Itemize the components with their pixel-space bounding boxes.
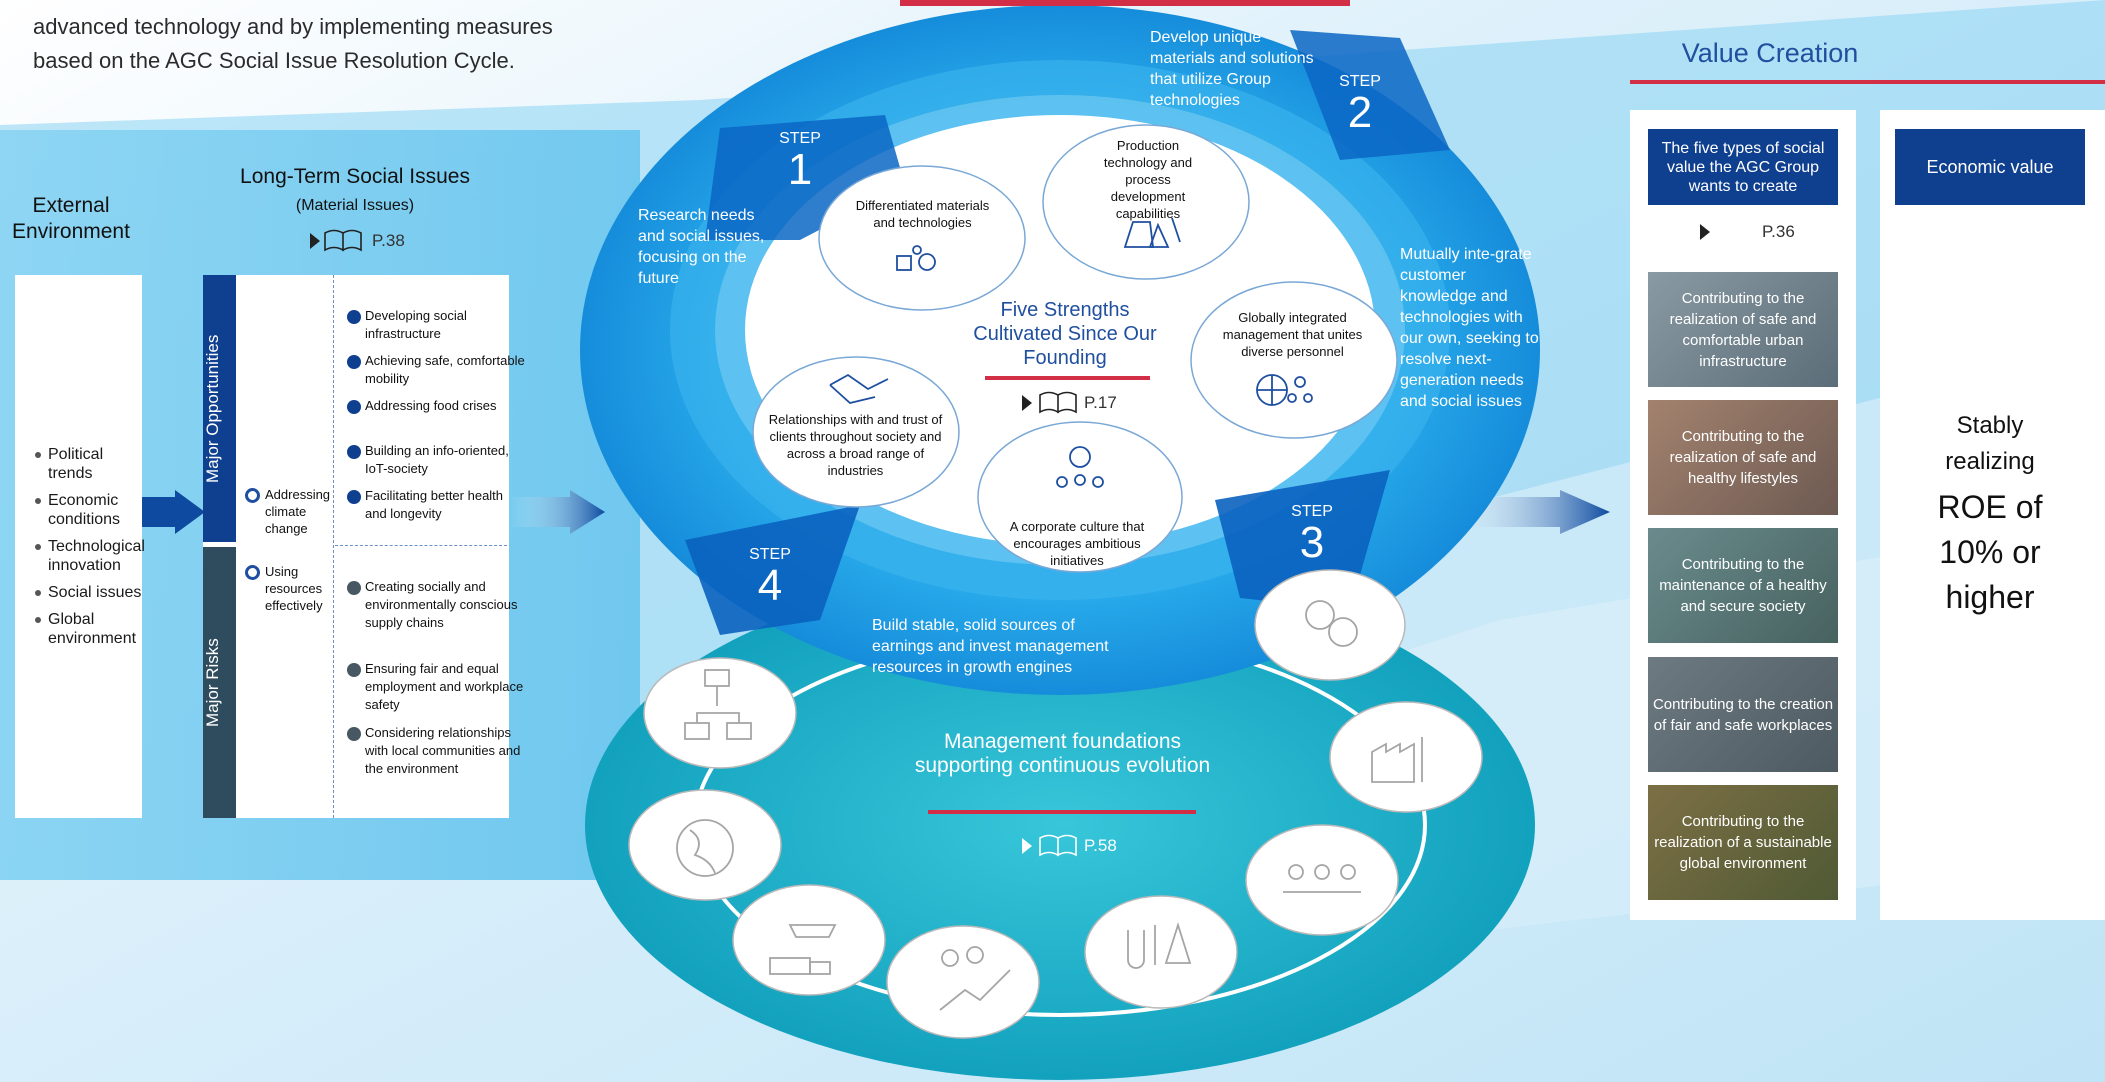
social-value-card: Contributing to the realization of safe … [1648,272,1838,387]
risk-item: Creating socially and environmentally co… [345,578,525,632]
social-value-card: Contributing to the creation of fair and… [1648,657,1838,772]
strength-corporate-culture: A corporate culture that encourages ambi… [1009,519,1145,568]
book-icon [1039,834,1077,857]
book-icon [324,229,362,252]
list-item: Political trends [32,445,147,483]
play-triangle-icon [1700,224,1710,240]
page-ref-link[interactable]: P.58 [1022,836,1117,856]
meeting-people-icon [1283,864,1361,893]
list-item: Social issues [32,583,147,602]
opportunity-item: Developing social infrastructure [345,307,525,343]
external-environment-title: External Environment [12,194,130,243]
list-item: Global environment [32,610,147,648]
intro-line-1: advanced technology and by implementing … [33,14,553,39]
external-environment-box: Political trends Economic conditions Tec… [15,275,145,818]
earth-leaf-icon [676,819,734,877]
management-foundations-title: Management foundations supporting contin… [914,730,1211,777]
long-term-issues-title: Long-Term Social Issues [240,165,470,188]
economic-value-column [1880,110,2105,920]
social-value-header: The five types of social value the AGC G… [1648,129,1838,205]
page-ref-link[interactable]: P.36 [1700,222,1795,242]
risk-item: Considering relationships with local com… [345,724,525,778]
opportunity-item: Facilitating better health and longevity [345,487,525,523]
strength-client-relationships: Relationships with and trust of clients … [768,412,943,478]
list-item: Economic conditions [32,491,147,529]
step-2-label: STEP 2 [1339,73,1381,137]
intro-text: advanced technology and by implementing … [33,10,613,78]
cross-issue-item: Addressing climate change [245,486,340,537]
coins-icon [1305,600,1358,647]
book-icon [1039,391,1077,414]
page-ref-link[interactable]: P.17 [1022,393,1117,413]
divider [335,545,507,546]
intro-line-2: based on the AGC Social Issue Resolution… [33,48,515,73]
risk-item: Ensuring fair and equal employment and w… [345,660,525,714]
long-term-issues-subtitle: (Material Issues) [295,197,415,214]
growth-workers-icon [939,946,1011,1011]
handshake-icon [829,373,889,404]
step-4-text: Build stable, solid sources of earnings … [872,617,1109,676]
list-item: Technological innovation [32,537,147,575]
value-creation-title: Value Creation [1681,38,1859,68]
major-risks-band: Major Risks [203,547,236,818]
step-2-text: Develop unique materials and solutions t… [1150,29,1314,109]
step-3-label: STEP 3 [1291,503,1333,567]
strength-production-technology: Production technology and process develo… [1103,138,1193,221]
external-environment-list: Political trends Economic conditions Tec… [32,445,147,656]
major-opportunities-band: Major Opportunities [203,275,236,542]
cross-issue-item: Using resources effectively [245,563,340,614]
title-underline [1630,80,2105,84]
title-underline [928,810,1196,814]
factory-flask-icon [1123,217,1181,248]
opportunity-item: Achieving safe, comfortable mobility [345,352,525,388]
play-triangle-icon [1022,395,1032,411]
chip-gear-icon [896,245,936,271]
play-triangle-icon [310,233,320,249]
social-value-card: Contributing to the maintenance of a hea… [1648,528,1838,643]
lab-flasks-icon [1127,922,1192,969]
network-icon [684,669,752,740]
step-4-label: STEP 4 [749,546,791,610]
title-underline [985,376,1150,380]
divider [333,275,334,818]
step-1-text: Research needs and social issues, focusi… [638,207,765,287]
opportunity-item: Addressing food crises [345,397,525,415]
social-value-card: Contributing to the realization of a sus… [1648,785,1838,900]
strength-differentiated-materials: Differentiated materials and technologie… [855,198,990,230]
arrow-right-icon [142,490,205,534]
step-3-text: Mutually inte-grate customer knowledge a… [1400,246,1539,410]
strength-global-management: Globally integrated management that unit… [1222,310,1363,359]
economic-value-text: Stably realizing [1945,412,2035,475]
globe-people-icon [1256,374,1313,406]
factory-icon [1371,737,1423,783]
roe-target-text: ROE of 10% or higher [1937,489,2043,615]
economic-value-header: Economic value [1895,129,2085,205]
ship-truck-icon [769,924,837,975]
lightbulb-people-icon [1056,446,1104,488]
page-ref-link[interactable]: P.38 [310,231,405,251]
top-accent-line [900,0,1350,6]
five-strengths-title: Five Strengths Cultivated Since Our Foun… [973,299,1157,369]
arrow-right-icon [510,490,605,534]
social-value-card: Contributing to the realization of safe … [1648,400,1838,515]
opportunity-item: Building an info-oriented, IoT-society [345,442,525,478]
step-1-label: STEP 1 [779,130,821,194]
play-triangle-icon [1022,838,1032,854]
